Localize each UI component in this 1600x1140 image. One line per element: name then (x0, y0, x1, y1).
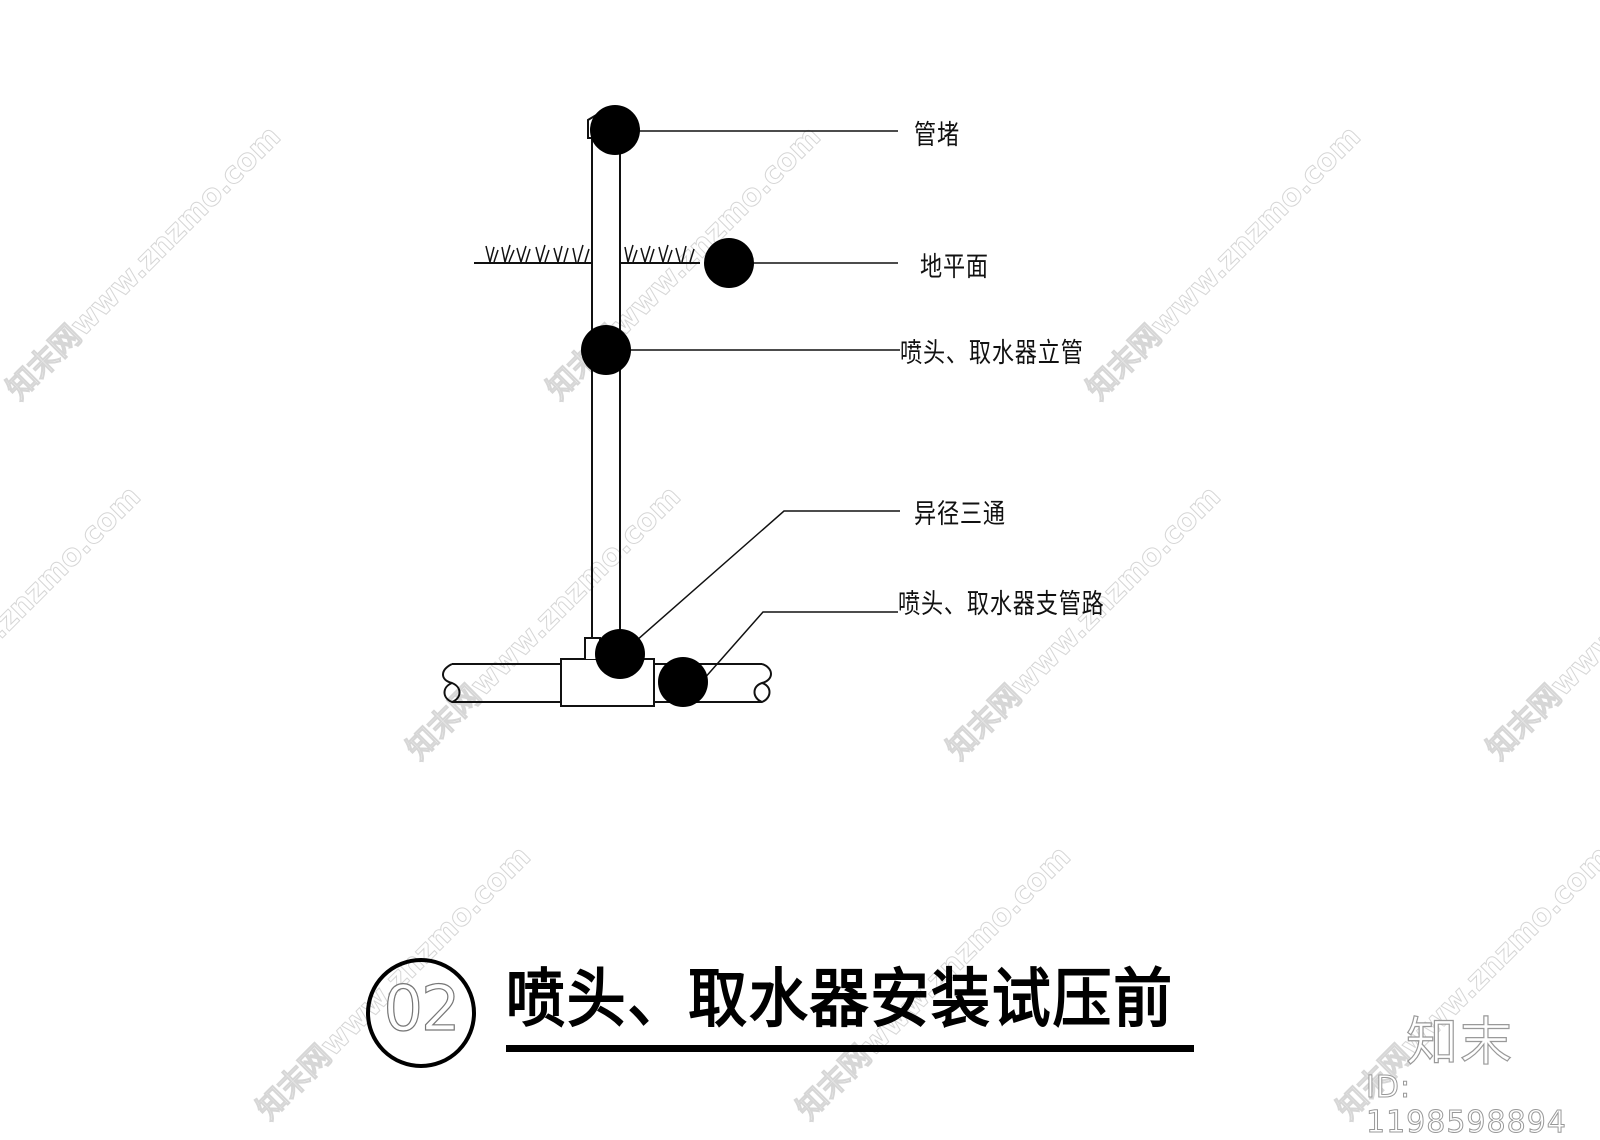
grass-icon (485, 244, 590, 263)
grass-icon (624, 244, 695, 263)
label-branch-pipe: 喷头、取水器支管路 (898, 589, 1105, 620)
brand-logo: 知末 (1405, 1012, 1515, 1073)
marker-dot-ground (704, 238, 754, 288)
pipe-break-right-icon (753, 663, 772, 704)
marker-dot-cap (590, 105, 640, 155)
label-ground-level: 地平面 (920, 252, 989, 283)
drawing-number-circle (366, 958, 476, 1068)
marker-dot-riser (581, 325, 631, 375)
marker-dot-tee (595, 629, 645, 679)
label-riser: 喷头、取水器立管 (900, 338, 1084, 369)
leader-tee (619, 510, 900, 656)
marker-dot-branch (658, 657, 708, 707)
drawing-title: 喷头、取水器安装试压前 (506, 963, 1174, 1037)
drawing-number: 02 (383, 971, 461, 1045)
label-pipe-cap: 管堵 (914, 120, 960, 151)
label-reducing-tee: 异径三通 (914, 499, 1006, 530)
pipe-break-left-icon (442, 663, 461, 704)
title-underline (506, 1045, 1194, 1052)
leader-branch (702, 611, 898, 681)
brand-id: ID: 1198598894 (1366, 1070, 1567, 1140)
